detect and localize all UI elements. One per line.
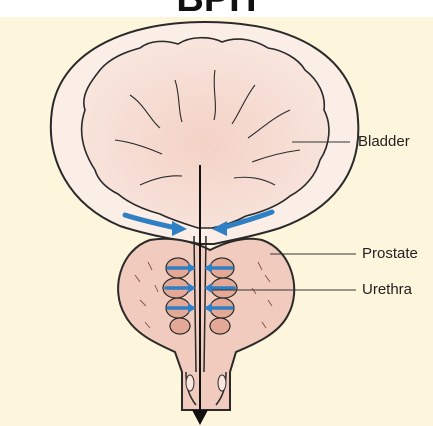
bladder-label: Bladder (358, 134, 410, 150)
urethra-label: Urethra (362, 282, 412, 298)
prostate-label: Prostate (362, 246, 418, 262)
urine-flow-arrowhead (192, 410, 208, 425)
